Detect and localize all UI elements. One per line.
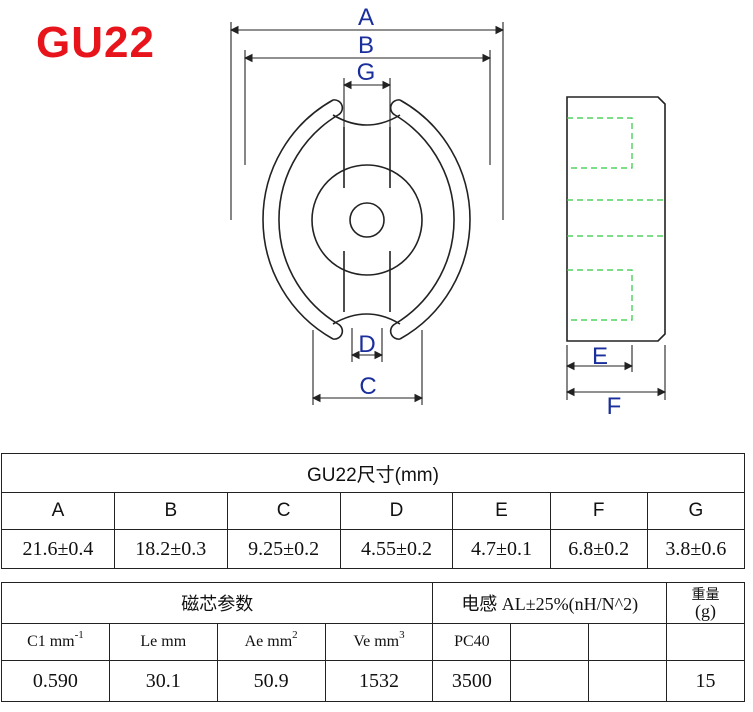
dim-key: C [226,492,341,530]
weight-header-unit: (g) [695,601,717,621]
dim-key: G [646,492,746,530]
dim-label-g: G [357,59,376,86]
weight-value: 15 [666,660,745,702]
dim-value: 3.8±0.6 [646,529,746,569]
inductance-header: 电感 AL±25%(nH/N^2) [432,582,668,624]
dim-value: 4.7±0.1 [452,529,551,569]
dim-key: A [1,492,115,530]
slot-end-top-left [332,99,344,116]
front-dimensions [229,22,505,405]
outer-shell-right [399,99,471,340]
dim-key: B [113,492,228,530]
outer-shell-left [262,99,334,340]
slot-end-bottom-left [332,323,344,340]
weight-header: 重量 (g) [666,582,745,624]
side-outline [566,96,666,342]
dim-label-a: A [358,4,374,31]
weight-header-label: 重量 [691,587,720,603]
ae-value: 50.9 [216,660,326,702]
inner-shell-left [278,114,339,325]
le-header: Le mm [108,623,218,661]
empty-cell [666,623,745,661]
cavity-arc-top [332,114,401,126]
slot-end-bottom-right [389,323,401,340]
dim-key: F [549,492,648,530]
dimensions-table: GU22尺寸(mm) A B C D E F G 21.6±0.4 18.2±0… [1,453,746,569]
dim-label-b: B [358,32,374,59]
dim-label-c: C [359,373,376,400]
dim-label-e: E [592,343,608,370]
page-title: GU22 [36,18,155,67]
c1-value: 0.590 [1,660,110,702]
le-value: 30.1 [108,660,218,702]
ae-header: Ae mm2 [216,623,326,661]
slot-end-top-right [389,99,401,116]
inner-shell-right [394,114,455,325]
ve-header: Ve mm3 [324,623,434,661]
dim-label-f: F [607,393,622,420]
empty-cell [588,660,668,702]
dim-value: 18.2±0.3 [113,529,228,569]
center-bore [349,202,385,238]
core-drawing: A B G D C E F [229,4,667,420]
al-value: 3500 [432,660,512,702]
dim-value: 9.25±0.2 [226,529,341,569]
side-hidden-lines [567,117,665,321]
dim-value: 6.8±0.2 [549,529,648,569]
core-parameters-table: 磁芯参数 电感 AL±25%(nH/N^2) 重量 (g) C1 mm-1 Le… [0,582,745,702]
center-post [311,164,423,276]
dim-value: 21.6±0.4 [1,529,115,569]
side-dimensions [565,345,667,400]
cavity-arc-bottom [332,313,401,325]
dim-value: 4.55±0.2 [339,529,454,569]
front-view [262,99,471,340]
dim-label-d: D [358,331,375,358]
empty-cell [510,660,590,702]
c1-header: C1 mm-1 [1,623,110,661]
empty-cell [588,623,668,661]
empty-cell [510,623,590,661]
material-header: PC40 [432,623,512,661]
side-view [566,96,666,342]
dim-key: E [452,492,551,530]
ve-value: 1532 [324,660,434,702]
dim-key: D [339,492,454,530]
dimensions-table-header: GU22尺寸(mm) [1,453,745,493]
core-params-header: 磁芯参数 [0,582,434,624]
